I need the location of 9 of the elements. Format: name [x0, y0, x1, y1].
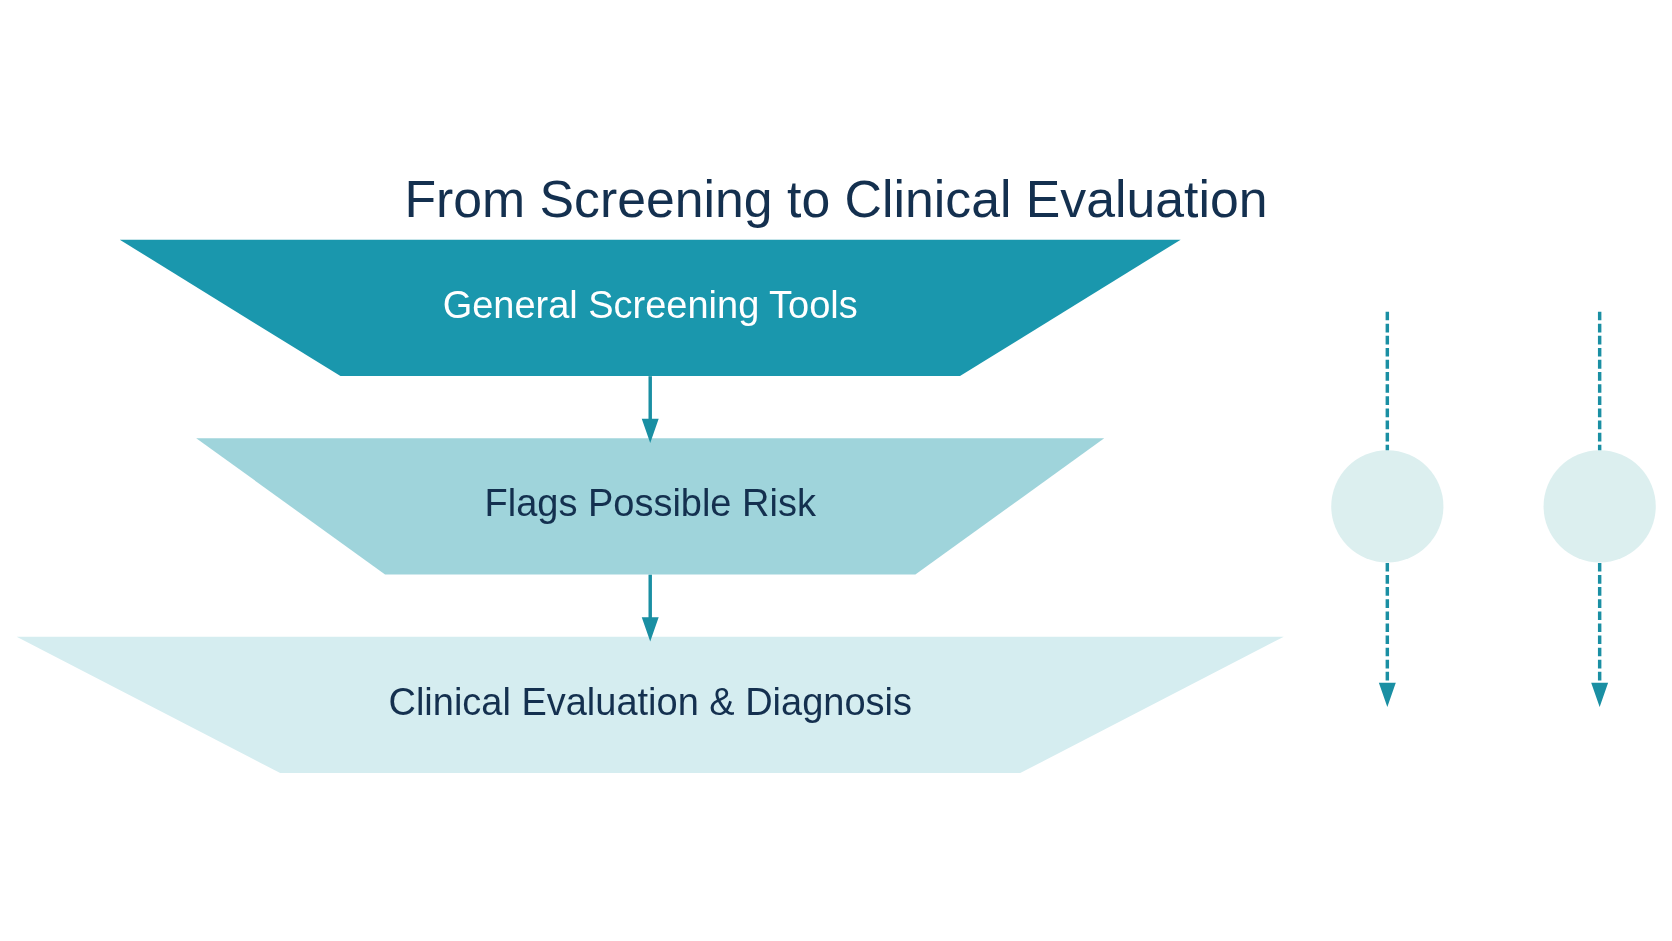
node-circle: [1543, 449, 1656, 562]
arrow: [641, 574, 659, 641]
arrow: [1378, 562, 1396, 707]
connector: [1385, 311, 1390, 450]
arrow: [641, 375, 659, 443]
connector: [1597, 311, 1602, 450]
arrow: [1591, 562, 1609, 707]
diagram-title: From Screening to Clinical Evaluation: [404, 169, 1268, 228]
node-circle: [1331, 449, 1444, 562]
